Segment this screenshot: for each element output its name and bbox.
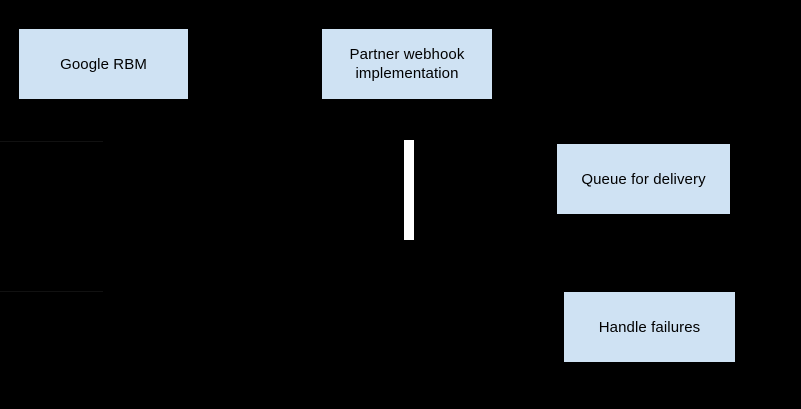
node-google-rbm[interactable]: Google RBM xyxy=(19,29,188,99)
node-partner-webhook-implementation[interactable]: Partner webhook implementation xyxy=(322,29,492,99)
webhook-down-connector xyxy=(404,140,414,240)
node-handle-failures[interactable]: Handle failures xyxy=(564,292,735,362)
faint-rule-lower xyxy=(0,291,103,292)
faint-rule-upper xyxy=(0,141,103,142)
node-queue-for-delivery[interactable]: Queue for delivery xyxy=(557,144,730,214)
